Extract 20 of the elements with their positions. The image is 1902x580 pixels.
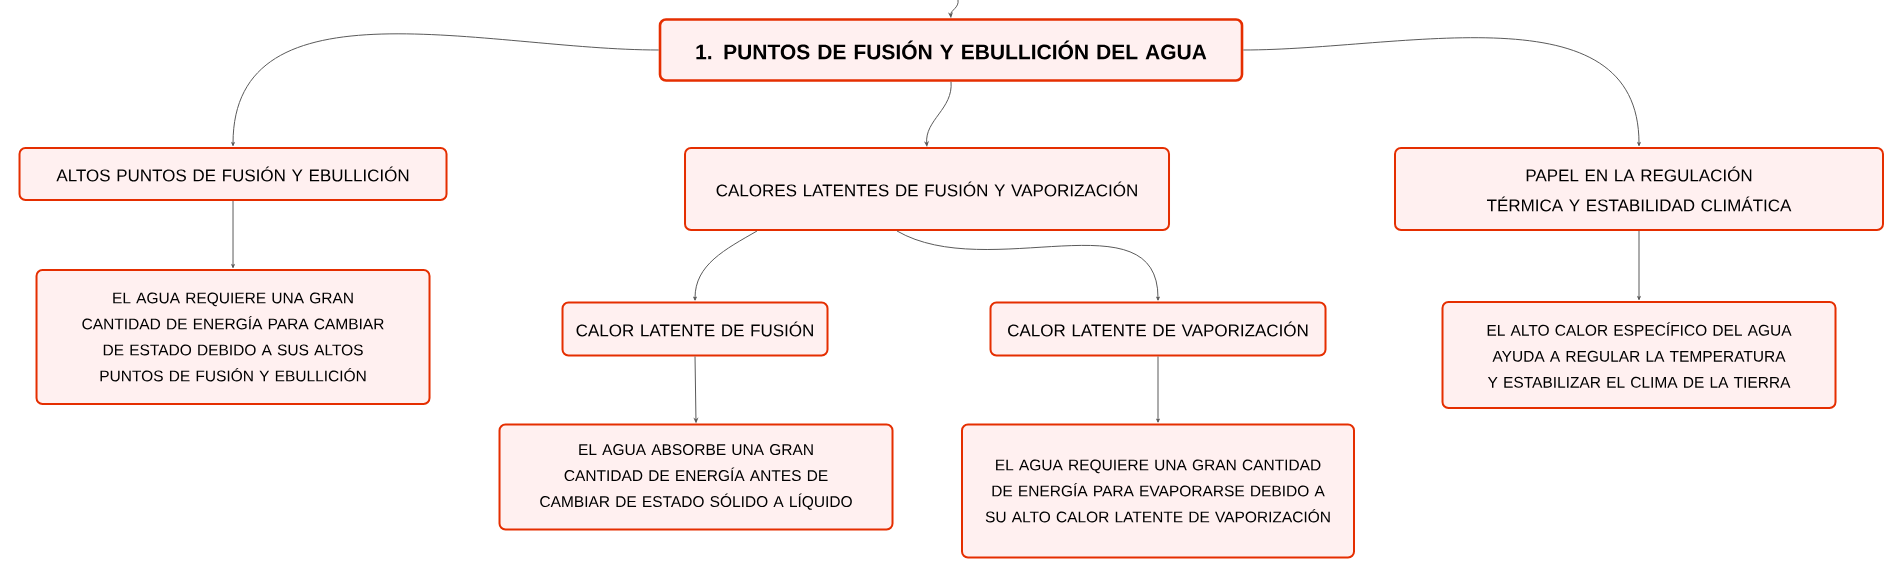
- arrow: [924, 81, 952, 147]
- arrow: [694, 356, 698, 423]
- text-box: EL AGUA REQUIERE UNA GRAN CANTIDAD DE ENERGÍA PARA CAMBIAR DE ESTADO DEBIDO A SUS ALTOS PUNTOS DE FUSIÓN Y EBULLICIÓN: [35, 269, 431, 405]
- topic-box: CALOR LATENTE DE VAPORIZACIÓN: [989, 301, 1327, 357]
- arrow: [231, 200, 235, 269]
- topic-box: CALOR LATENTE DE FUSIÓN: [561, 301, 829, 357]
- arrow: [1242, 37, 1641, 147]
- text-box: EL AGUA REQUIERE UNA GRAN CANTIDAD DE ENERGÍA PARA EVAPORARSE DEBIDO A SU ALTO CALOR LATENTE DE VAPORIZACIÓN: [961, 423, 1355, 559]
- text-box: EL ALTO CALOR ESPECÍFICO DEL AGUA AYUDA A REGULAR LA TEMPERATURA Y ESTABILIZAR EL CLIMA DE LA TIERRA: [1441, 301, 1837, 409]
- text-box: EL AGUA ABSORBE UNA GRAN CANTIDAD DE ENERGÍA ANTES DE CAMBIAR DE ESTADO SÓLIDO A LÍQUIDO: [498, 423, 894, 531]
- topic-box: PAPEL EN LA REGULACIÓN TÉRMICA Y ESTABILIDAD CLIMÁTICA: [1394, 147, 1884, 231]
- arrow: [231, 33, 660, 147]
- arrow: [948, 0, 959, 18]
- title-box: 1. PUNTOS DE FUSIÓN Y EBULLICIÓN DEL AGUA: [658, 18, 1244, 82]
- arrow: [693, 230, 758, 301]
- arrow: [1637, 230, 1641, 301]
- topic-box: ALTOS PUNTOS DE FUSIÓN Y EBULLICIÓN: [18, 147, 448, 201]
- topic-box: CALORES LATENTES DE FUSIÓN Y VAPORIZACIÓN: [684, 147, 1170, 231]
- arrow: [896, 230, 1160, 301]
- arrow: [1156, 356, 1160, 423]
